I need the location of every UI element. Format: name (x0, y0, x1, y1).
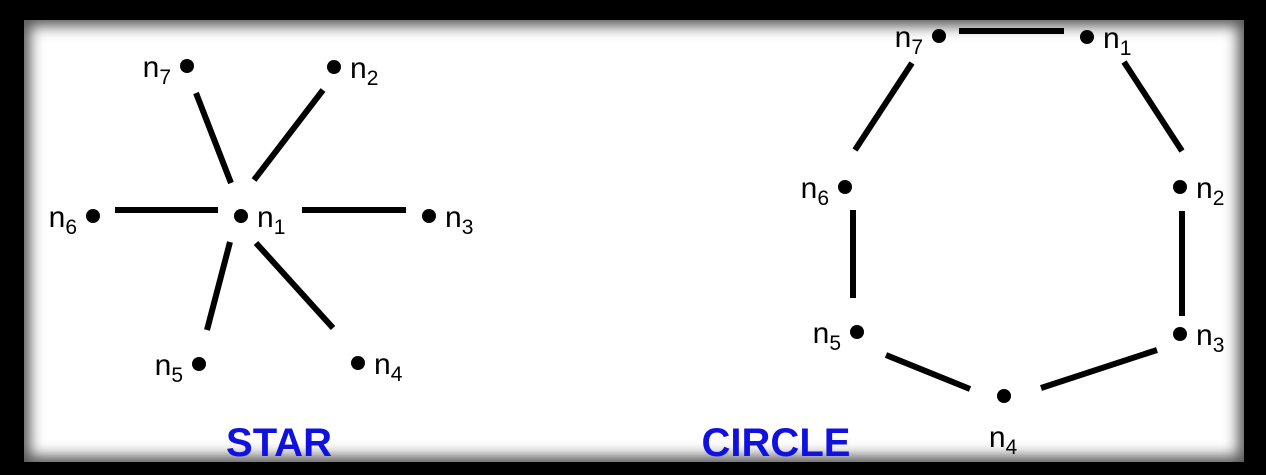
node-label-letter: n (257, 201, 274, 234)
circle-node-label-n7: n7 (895, 21, 923, 59)
node-label-subscript: 7 (159, 66, 171, 89)
star-edge-n1-n5 (204, 241, 233, 331)
node-label-letter: n (155, 349, 172, 382)
node-label-subscript: 6 (817, 187, 829, 210)
node-label-subscript: 3 (1213, 334, 1225, 357)
circle-node-label-n1: n1 (1103, 22, 1131, 60)
star-node-n6 (86, 209, 100, 223)
node-label-letter: n (1196, 319, 1213, 352)
node-label-subscript: 3 (462, 216, 474, 239)
node-label-subscript: 2 (367, 67, 379, 90)
circle-edge-n4-n5 (884, 352, 972, 392)
diagram-panel (24, 20, 1244, 462)
node-label-subscript: 7 (911, 36, 923, 59)
circle-node-n4 (997, 389, 1011, 403)
node-label-letter: n (989, 421, 1006, 454)
node-label-subscript: 4 (1006, 436, 1018, 459)
circle-title: CIRCLE (702, 421, 851, 465)
circle-node-label-n2: n2 (1196, 172, 1224, 210)
node-label-letter: n (350, 52, 367, 85)
star-node-label-n6: n6 (49, 201, 77, 239)
circle-node-n2 (1173, 180, 1187, 194)
circle-node-label-n6: n6 (801, 172, 829, 210)
node-label-subscript: 5 (829, 332, 841, 355)
star-node-label-n5: n5 (155, 349, 183, 387)
circle-node-label-n4: n4 (989, 421, 1018, 459)
star-node-label-n1: n1 (257, 201, 285, 239)
node-label-letter: n (49, 201, 66, 234)
star-edge-n1-n7 (193, 91, 234, 185)
circle-node-label-n5: n5 (813, 317, 841, 355)
node-label-subscript: 2 (1213, 187, 1225, 210)
star-title: STAR (226, 421, 332, 465)
circle-edge-n6-n7 (852, 61, 915, 152)
circle-node-n6 (838, 180, 852, 194)
circle-node-n1 (1080, 30, 1094, 44)
star-edge-n1-n2 (251, 88, 326, 182)
star-node-label-n4: n4 (374, 348, 403, 386)
node-label-letter: n (1103, 22, 1120, 55)
circle-edge-n1-n2 (1121, 60, 1185, 153)
circle-node-label-n3: n3 (1196, 319, 1224, 357)
node-label-subscript: 6 (65, 216, 77, 239)
circle-node-n5 (850, 325, 864, 339)
circle-node-n3 (1173, 327, 1187, 341)
star-node-n1 (234, 209, 248, 223)
star-node-n3 (422, 209, 436, 223)
node-label-subscript: 5 (171, 364, 183, 387)
circle-edge-n3-n4 (1040, 347, 1158, 391)
node-label-letter: n (374, 348, 391, 381)
star-node-n2 (327, 60, 341, 74)
star-node-n5 (192, 357, 206, 371)
node-label-letter: n (813, 317, 830, 350)
node-label-letter: n (895, 21, 912, 54)
star-edge-n1-n4 (253, 240, 336, 331)
node-label-letter: n (445, 201, 462, 234)
node-label-letter: n (1196, 172, 1213, 205)
star-node-label-n7: n7 (143, 51, 171, 89)
node-label-subscript: 1 (274, 216, 286, 239)
node-label-letter: n (143, 51, 160, 84)
node-label-letter: n (801, 172, 818, 205)
star-node-n7 (180, 59, 194, 73)
star-node-n4 (351, 356, 365, 370)
node-label-subscript: 1 (1120, 37, 1132, 60)
circle-node-n7 (932, 29, 946, 43)
node-label-subscript: 4 (391, 363, 403, 386)
star-node-label-n2: n2 (350, 52, 378, 90)
star-node-label-n3: n3 (445, 201, 473, 239)
